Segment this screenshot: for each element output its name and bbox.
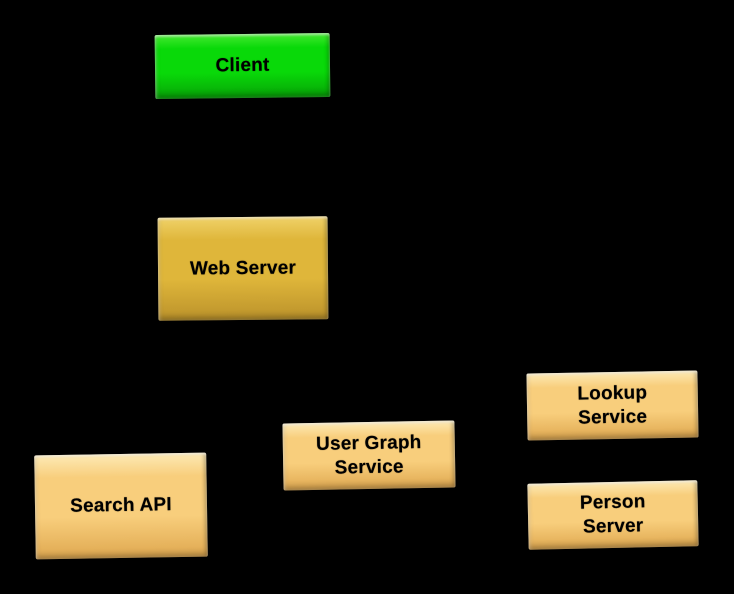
node-person-server-label: Person Server bbox=[579, 491, 646, 538]
node-web-server-label: Web Server bbox=[189, 257, 297, 280]
node-person-server: Person Server bbox=[527, 480, 699, 550]
node-lookup-service: Lookup Service bbox=[526, 370, 699, 441]
node-web-server: Web Server bbox=[157, 216, 329, 321]
node-client-label: Client bbox=[215, 54, 270, 77]
node-search-api: Search API bbox=[34, 452, 208, 560]
node-user-graph-service-label: User Graph Service bbox=[315, 431, 422, 479]
node-client: Client bbox=[154, 32, 331, 100]
node-user-graph-service: User Graph Service bbox=[282, 420, 456, 491]
node-lookup-service-label: Lookup Service bbox=[577, 382, 648, 429]
node-search-api-label: Search API bbox=[70, 494, 172, 517]
